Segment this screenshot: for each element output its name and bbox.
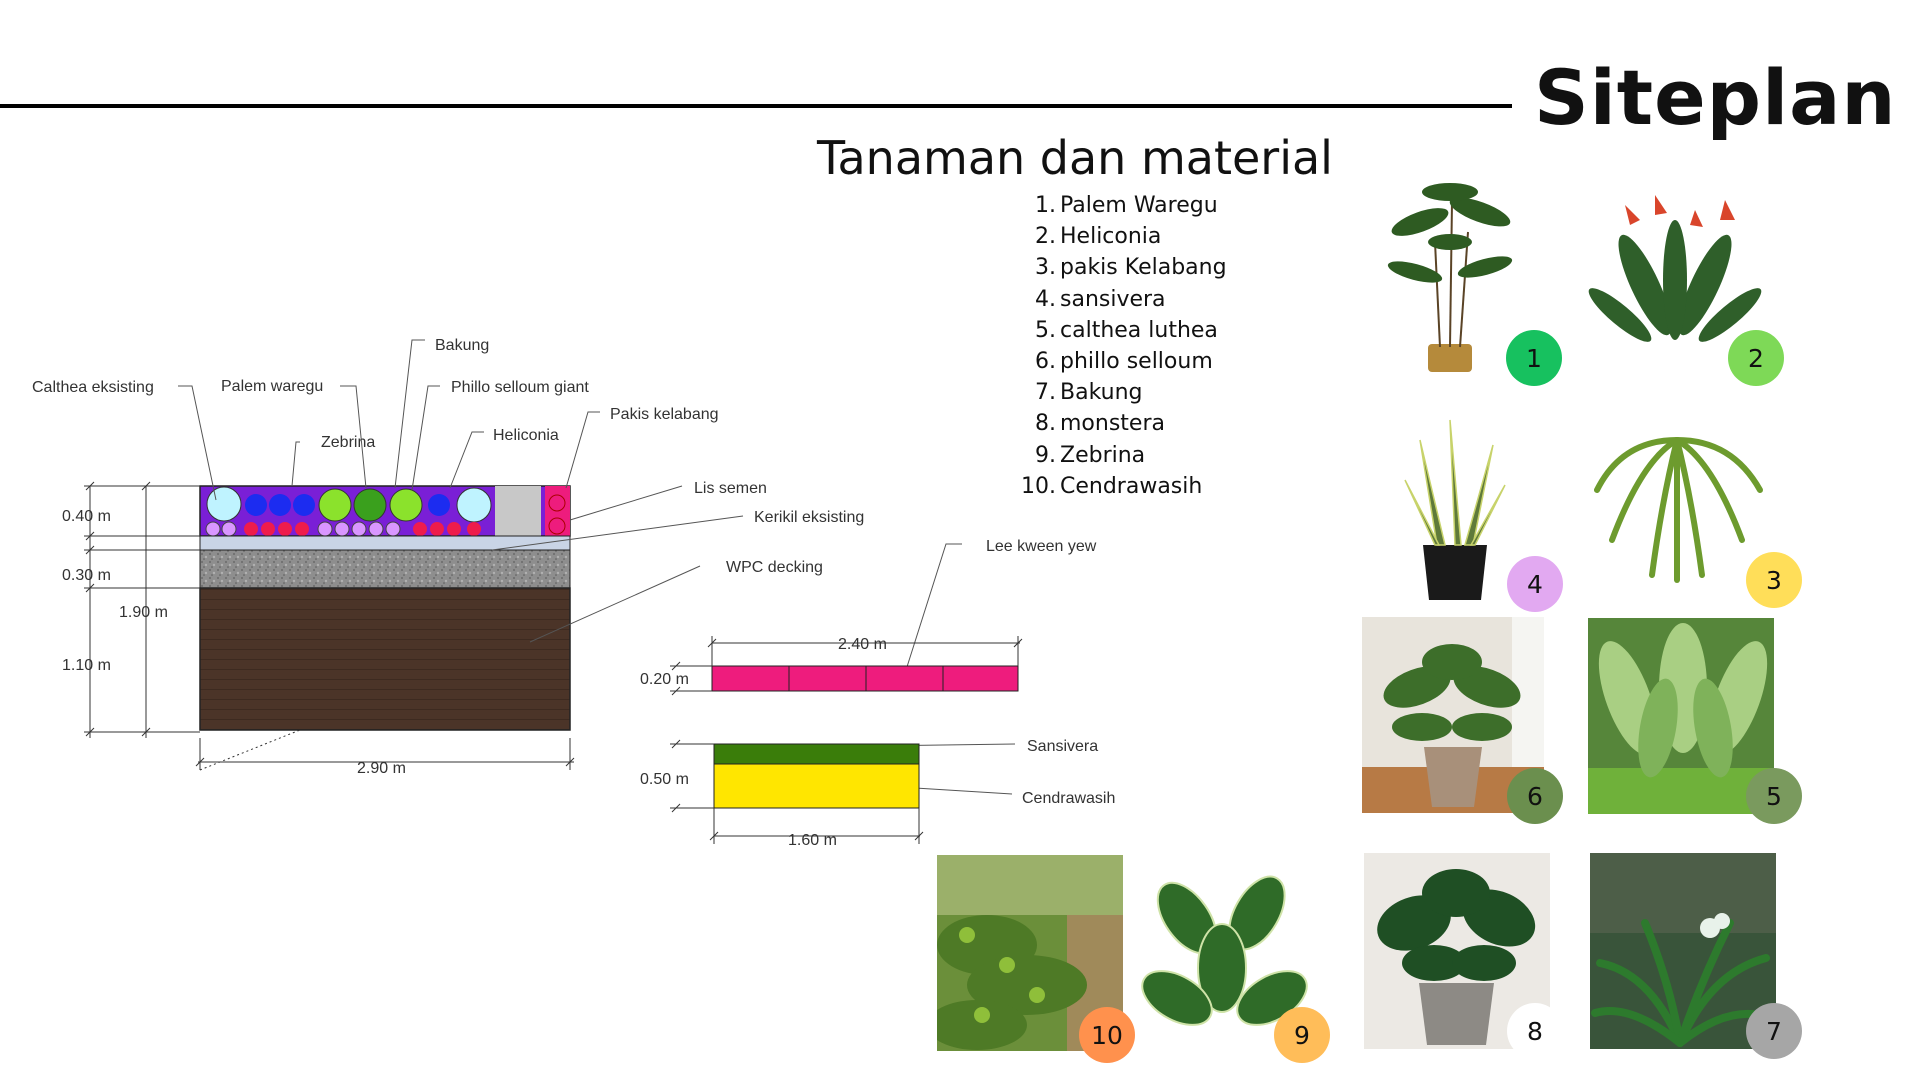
page-title: Siteplan bbox=[1534, 53, 1897, 142]
badge-3: 3 bbox=[1746, 552, 1802, 608]
label-cendrawasih: Cendrawasih bbox=[1022, 790, 1115, 807]
dim-110: 1.10 m bbox=[62, 657, 111, 674]
pakis-kelabang-photo bbox=[1582, 400, 1772, 590]
planter-gap bbox=[495, 486, 541, 536]
palem-symbol bbox=[353, 488, 387, 522]
dim-240: 2.40 m bbox=[838, 636, 887, 653]
label-lee: Lee kween yew bbox=[986, 538, 1097, 555]
heliconia-photo bbox=[1585, 185, 1765, 365]
dim-160: 1.60 m bbox=[788, 832, 837, 849]
label-wpc: WPC decking bbox=[726, 559, 823, 576]
sansivera-photo bbox=[1395, 410, 1515, 605]
label-heliconia: Heliconia bbox=[493, 427, 559, 444]
lee-kween-yew-bar bbox=[711, 665, 1019, 692]
list-item: 7.Bakung bbox=[1035, 380, 1143, 406]
label-calthea: Calthea eksisting bbox=[32, 379, 154, 396]
planter-box bbox=[199, 485, 571, 731]
gravel-layer bbox=[199, 549, 571, 589]
plant-symbol bbox=[245, 494, 267, 516]
section-subtitle: Tanaman dan material bbox=[817, 131, 1333, 185]
list-item: 3.pakis Kelabang bbox=[1035, 255, 1227, 281]
dim-050: 0.50 m bbox=[640, 771, 689, 788]
list-item: 4.sansivera bbox=[1035, 286, 1166, 312]
label-palem: Palem waregu bbox=[221, 378, 323, 395]
label-bakung: Bakung bbox=[435, 337, 489, 354]
dim-290: 2.90 m bbox=[357, 760, 406, 777]
section-labels: Calthea eksisting Palem waregu Bakung Ze… bbox=[32, 337, 1115, 807]
label-zebrina: Zebrina bbox=[321, 434, 375, 451]
plant-symbol bbox=[428, 494, 450, 516]
dim-030: 0.30 m bbox=[62, 567, 111, 584]
list-item: 1.Palem Waregu bbox=[1035, 193, 1218, 218]
phillo-symbol bbox=[318, 488, 352, 522]
calthea-luthea-photo bbox=[1588, 618, 1774, 814]
dim-190: 1.90 m bbox=[119, 604, 168, 621]
badge-10: 10 bbox=[1079, 1007, 1135, 1063]
dimension-text: 0.40 m 0.30 m 1.90 m 1.10 m 2.90 m bbox=[62, 508, 406, 777]
badge-2: 2 bbox=[1728, 330, 1784, 386]
leader-lines bbox=[178, 339, 1016, 795]
list-item: 5.calthea luthea bbox=[1035, 317, 1218, 343]
dimension-lines bbox=[84, 481, 575, 771]
header-rule bbox=[0, 104, 1512, 108]
badge-8: 8 bbox=[1507, 1003, 1563, 1059]
plant-symbol bbox=[269, 494, 291, 516]
label-lis: Lis semen bbox=[694, 480, 767, 497]
badge-7: 7 bbox=[1746, 1003, 1802, 1059]
label-phillo: Phillo selloum giant bbox=[451, 379, 589, 396]
badge-6: 6 bbox=[1507, 768, 1563, 824]
calthea-symbol bbox=[206, 486, 242, 522]
dim-040: 0.40 m bbox=[62, 508, 111, 525]
sansivera-cendrawasih-box bbox=[713, 743, 920, 809]
bottom-plant-row bbox=[205, 521, 481, 537]
list-item: 8.monstera bbox=[1035, 411, 1165, 437]
badge-5: 5 bbox=[1746, 768, 1802, 824]
lis-semen-layer bbox=[199, 535, 571, 551]
label-sansivera: Sansivera bbox=[1027, 738, 1098, 755]
phillo-symbol bbox=[389, 488, 423, 522]
palem-waregu-photo bbox=[1380, 172, 1520, 377]
badge-4: 4 bbox=[1507, 556, 1563, 612]
badge-1: 1 bbox=[1506, 330, 1562, 386]
list-item: 10.Cendrawasih bbox=[1021, 473, 1203, 499]
zebrina-photo bbox=[1132, 858, 1318, 1054]
list-item: 2.Heliconia bbox=[1035, 224, 1162, 250]
list-item: 6.phillo selloum bbox=[1035, 348, 1213, 374]
label-pakis: Pakis kelabang bbox=[610, 406, 719, 423]
cendrawasih-photo bbox=[937, 855, 1123, 1051]
plant-symbol bbox=[293, 494, 315, 516]
dim-020: 0.20 m bbox=[640, 671, 689, 688]
calthea-symbol bbox=[456, 487, 492, 523]
plant-list: 1.Palem Waregu 2.Heliconia 3.pakis Kelab… bbox=[1020, 190, 1227, 502]
list-item: 9.Zebrina bbox=[1035, 442, 1146, 468]
wpc-decking-layer bbox=[199, 587, 571, 731]
bakung-photo bbox=[1590, 853, 1776, 1049]
planter-section-drawing: Calthea eksisting Palem waregu Bakung Ze… bbox=[32, 337, 1115, 849]
label-kerikil: Kerikil eksisting bbox=[754, 509, 864, 526]
badge-9: 9 bbox=[1274, 1007, 1330, 1063]
